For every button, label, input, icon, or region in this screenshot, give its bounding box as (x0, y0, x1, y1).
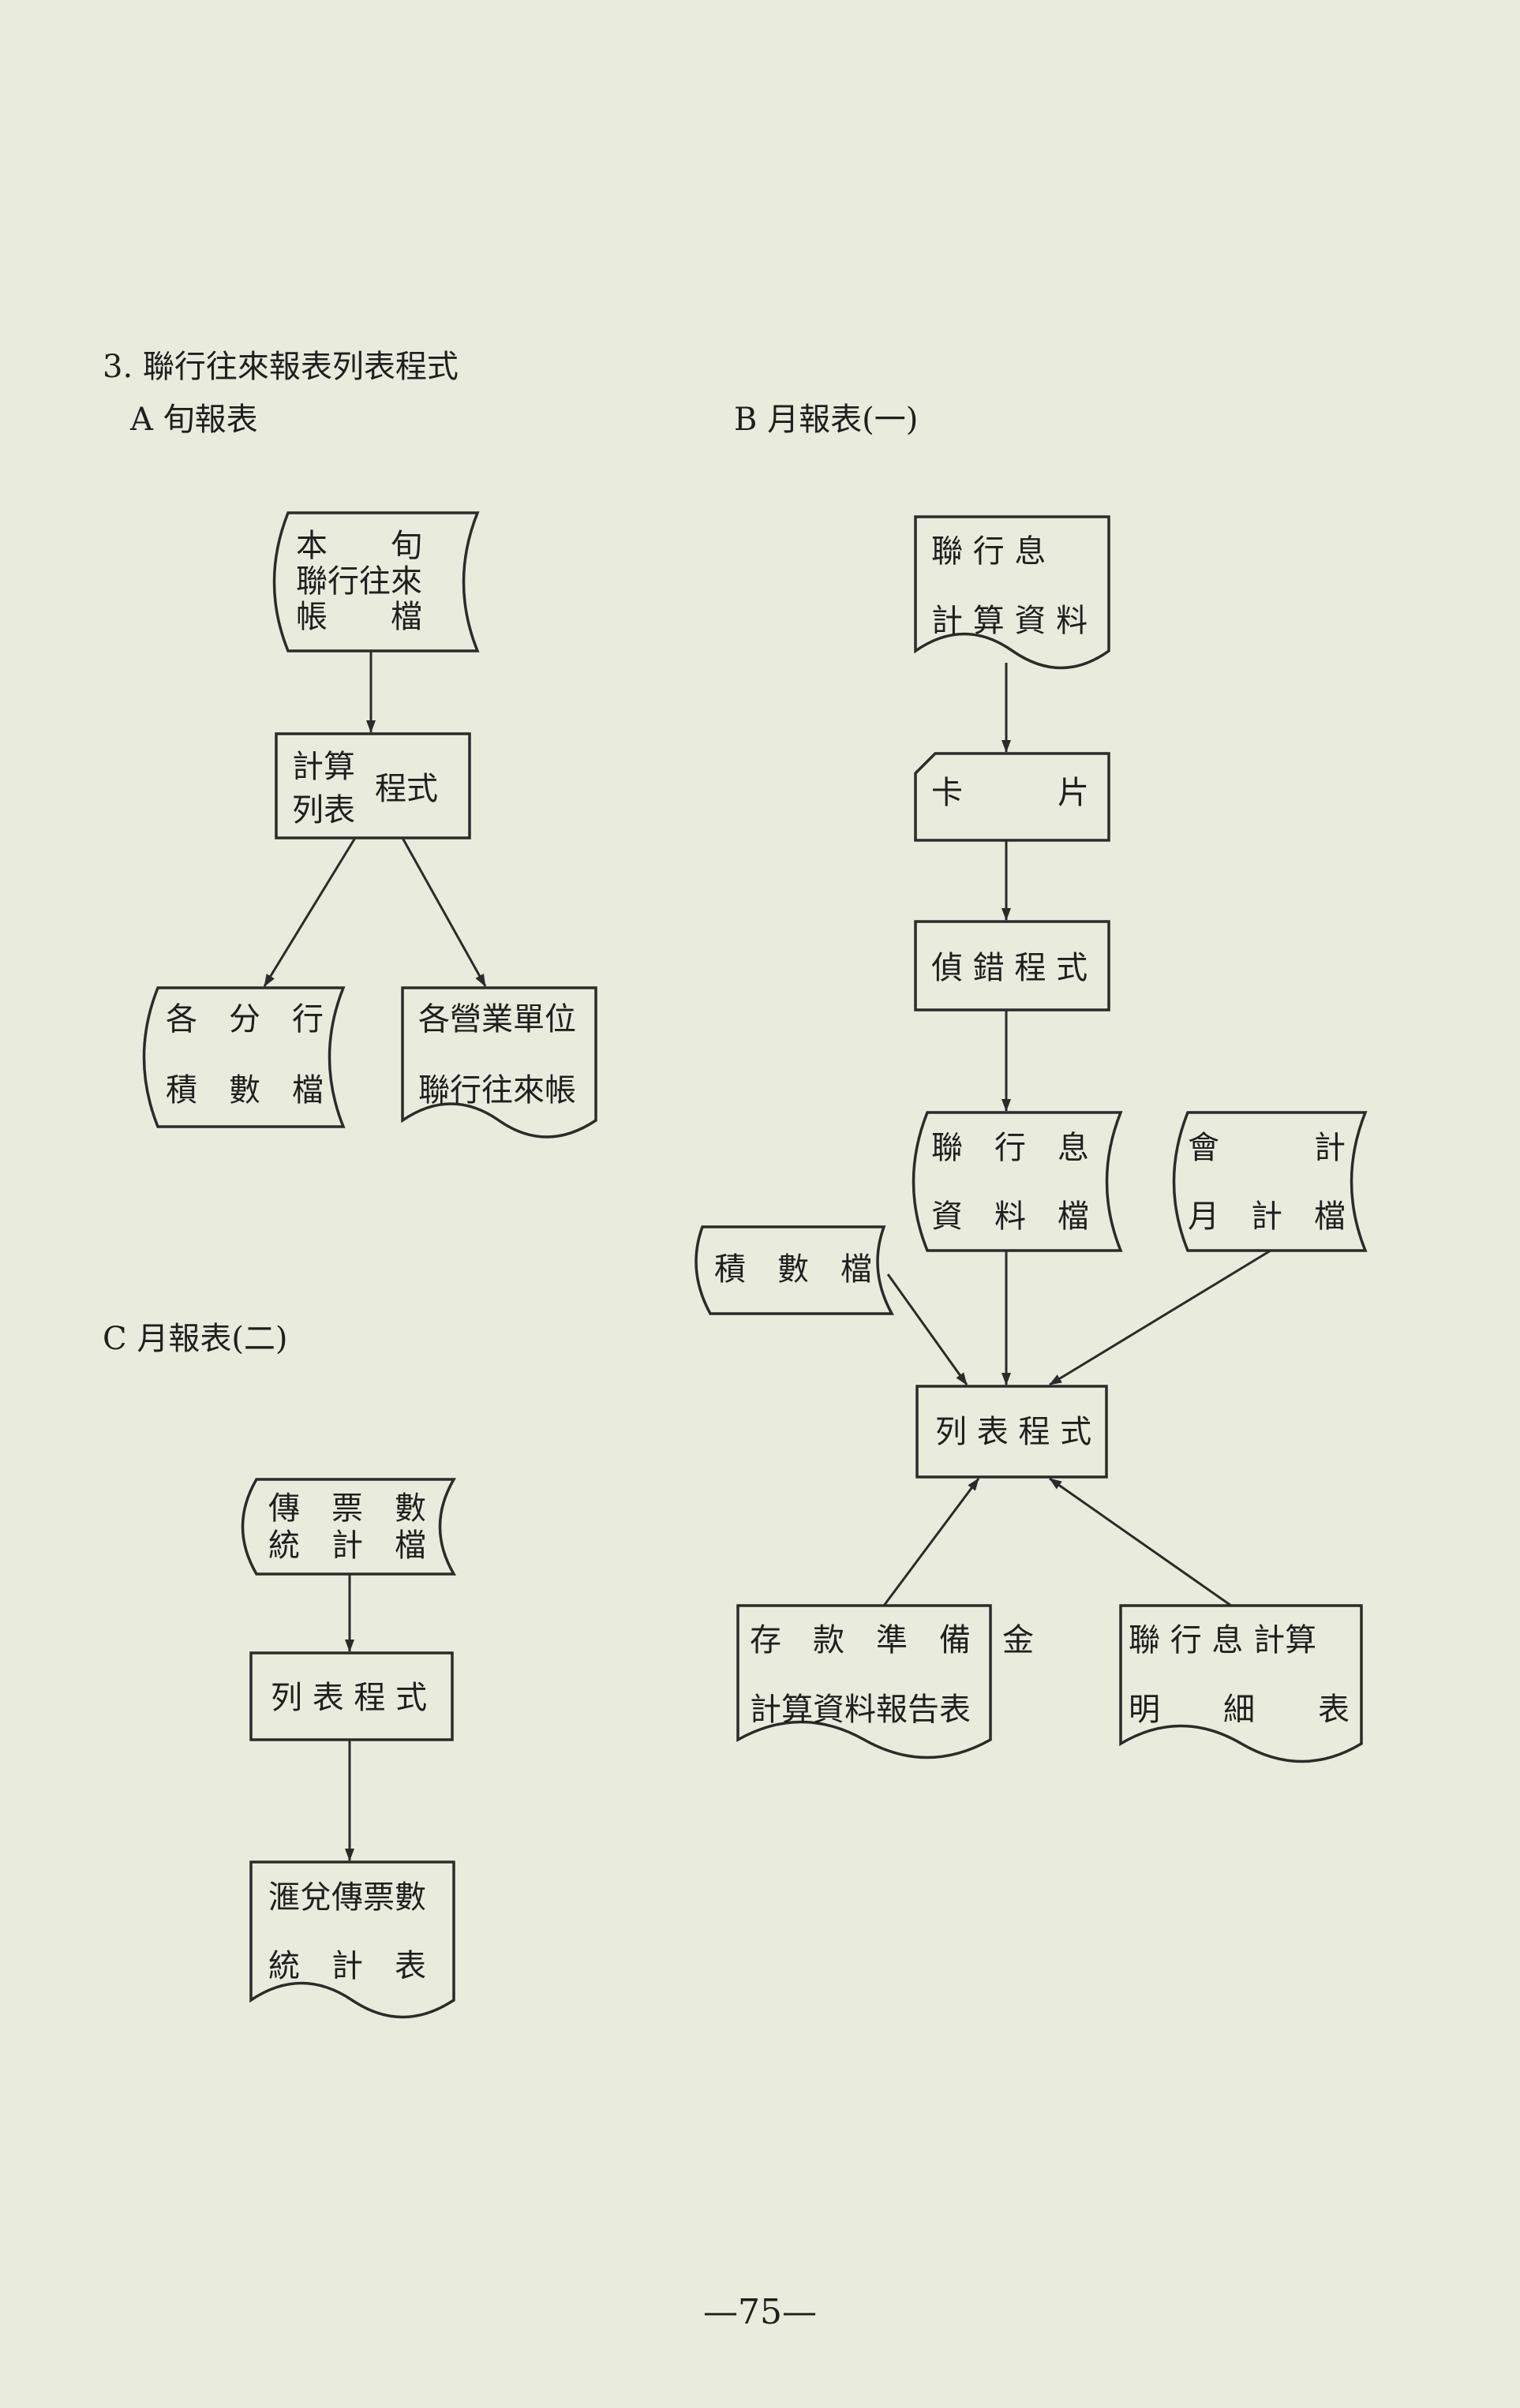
a-edge-program-to-report (401, 837, 487, 987)
b-reserve-report: 存 款 準 備 金 計算資料報告表 (736, 1604, 1034, 1759)
b-accounting-file-line2: 月 計 檔 (1188, 1198, 1346, 1235)
c-voucher-report-line2: 統 計 表 (268, 1948, 426, 1984)
b-reserve-report-line1: 存 款 準 備 金 (750, 1622, 1034, 1658)
b-detail-report-line1: 聯 行 息 計算 (1129, 1622, 1316, 1658)
b-source-doc-line1: 聯 行 息 (931, 533, 1046, 570)
b-source-doc-line2: 計 算 資 料 (931, 603, 1088, 639)
b-interest-file-line2: 資 料 檔 (931, 1198, 1089, 1235)
a-program: 計算 列表 程式 (275, 732, 471, 839)
section-a-heading: A 旬報表 (129, 402, 258, 438)
a-edge-program-to-file (263, 837, 357, 987)
c-voucher-file-line1: 傳 票 數 (268, 1490, 426, 1527)
b-detail-report: 聯 行 息 計算 明 細 表 (1119, 1604, 1363, 1763)
page-number: —75— (703, 2292, 817, 2332)
c-voucher-file-line2: 統 計 檔 (268, 1527, 426, 1564)
diagram-c: 傳 票 數 統 計 檔 列 表 程 式 滙兌傳票數 統 計 表 (241, 1478, 457, 2019)
a-program-line2: 列表 (292, 792, 355, 828)
b-check-program-label: 偵 錯 程 式 (931, 950, 1088, 986)
b-check-program: 偵 錯 程 式 (914, 920, 1110, 1011)
section-title: 3. 聯行往來報表列表程式 (103, 349, 459, 385)
a-output-file: 各 分 行 積 數 檔 (142, 986, 346, 1128)
b-edge-reserve-to-list (882, 1478, 980, 1606)
a-source-file-line3: 帳 檔 (296, 599, 422, 635)
b-reserve-report-line2: 計算資料報告表 (750, 1692, 971, 1728)
a-output-report-line1: 各營業單位 (418, 1001, 576, 1038)
a-output-file-line1: 各 分 行 (166, 1001, 324, 1038)
a-output-report: 各營業單位 聯行往來帳 (401, 986, 597, 1139)
b-edge-accounting-to-list (1049, 1249, 1271, 1386)
diagram-b: 聯 行 息 計 算 資 料 卡 片 偵 錯 程 式 聯 行 息 資 料 檔 會 … (694, 515, 1368, 1763)
b-interest-file: 聯 行 息 資 料 檔 (912, 1111, 1123, 1252)
a-source-file: 本 旬 聯行往來 帳 檔 (272, 511, 480, 652)
c-list-program-label: 列 表 程 式 (271, 1680, 427, 1716)
section-c-heading: C 月報表(二) (103, 1321, 288, 1357)
c-voucher-report-line1: 滙兌傳票數 (268, 1879, 426, 1916)
b-product-file-label: 積 數 檔 (714, 1251, 872, 1288)
b-accounting-file-line1: 會 計 (1188, 1130, 1346, 1166)
c-list-program: 列 表 程 式 (249, 1651, 454, 1741)
c-voucher-file: 傳 票 數 統 計 檔 (241, 1478, 457, 1576)
b-accounting-file: 會 計 月 計 檔 (1172, 1111, 1368, 1252)
a-output-file-line2: 積 數 檔 (166, 1072, 324, 1109)
a-source-file-line1: 本 旬 (296, 528, 422, 564)
b-source-doc: 聯 行 息 計 算 資 料 (914, 515, 1110, 670)
b-interest-file-line1: 聯 行 息 (931, 1130, 1089, 1166)
b-product-file: 積 數 檔 (694, 1225, 894, 1315)
a-program-side: 程式 (375, 771, 438, 807)
b-card: 卡 片 (914, 752, 1110, 842)
c-voucher-report: 滙兌傳票數 統 計 表 (249, 1860, 455, 2019)
b-edge-product-to-list (886, 1273, 968, 1385)
diagram-a: 本 旬 聯行往來 帳 檔 計算 列表 程式 各 分 行 積 數 檔 各營業單位 … (142, 511, 597, 1139)
a-program-line1: 計算 (292, 749, 355, 785)
a-output-report-line2: 聯行往來帳 (418, 1072, 576, 1109)
a-source-file-line2: 聯行往來 (296, 563, 422, 600)
b-list-program: 列 表 程 式 (915, 1385, 1108, 1479)
section-b-heading: B 月報表(一) (734, 402, 918, 438)
b-card-right: 片 (1058, 775, 1089, 811)
b-list-program-label: 列 表 程 式 (935, 1414, 1091, 1450)
b-edge-detail-to-list (1049, 1477, 1232, 1607)
b-detail-report-line2: 明 細 表 (1129, 1692, 1350, 1728)
b-card-left: 卡 (931, 775, 963, 811)
